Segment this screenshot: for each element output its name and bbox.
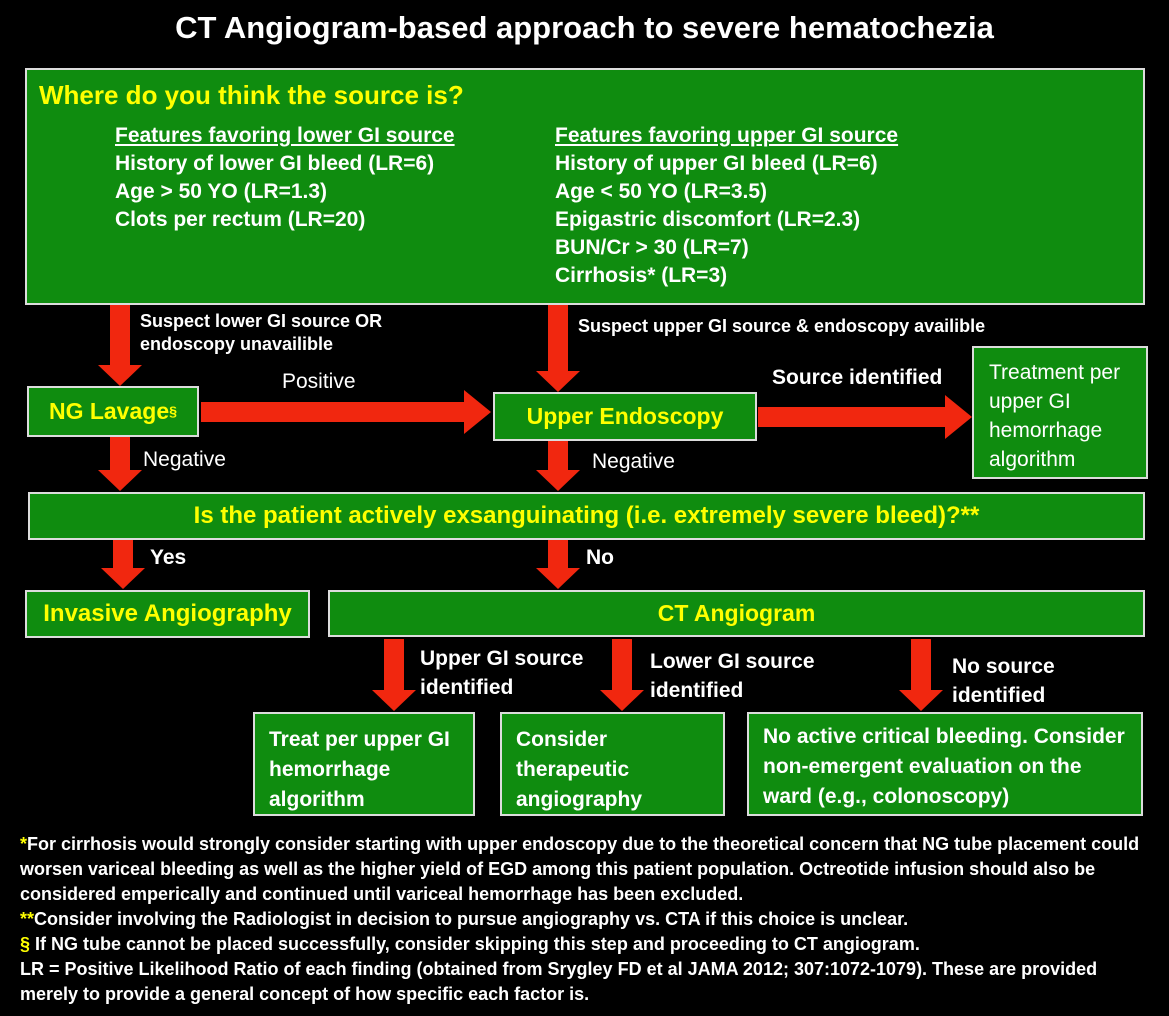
feature-item: Clots per rectum (LR=20): [115, 208, 366, 231]
feature-item: Age > 50 YO (LR=1.3): [115, 180, 328, 203]
footnote-text: Consider involving the Radiologist in de…: [34, 909, 909, 929]
feature-item: Age < 50 YO (LR=3.5): [555, 180, 768, 203]
arrow-shaft: [548, 441, 568, 470]
arrow-ue-negative: [536, 441, 580, 491]
footnote-text: If NG tube cannot be placed successfully…: [35, 934, 920, 954]
arrow-shaft: [384, 639, 404, 690]
arrow-source-identified: [758, 395, 972, 439]
label-upper-gi-identified: Upper GI source identified: [420, 647, 584, 699]
arrow-head-icon: [600, 690, 644, 711]
arrow-head-icon: [536, 371, 580, 392]
arrow-shaft: [911, 639, 931, 690]
features-lower-heading: Features favoring lower GI source: [115, 124, 455, 147]
features-upper-list: Features favoring upper GI source Histor…: [555, 122, 898, 290]
feature-item: Cirrhosis* (LR=3): [555, 264, 728, 287]
footnote-ng-tube: § If NG tube cannot be placed successful…: [20, 932, 1146, 957]
features-upper-heading: Features favoring upper GI source: [555, 124, 899, 147]
source-question-text: Where do you think the source is?: [39, 80, 464, 110]
arrow-head-icon: [945, 395, 972, 439]
arrow-head-icon: [98, 470, 142, 491]
footnotes: *For cirrhosis would strongly consider s…: [20, 832, 1146, 1007]
label-yes: Yes: [150, 546, 187, 569]
label-suspect-lower: Suspect lower GI source OR endoscopy una…: [140, 311, 383, 354]
arrow-shaft: [110, 437, 130, 470]
arrow-shaft: [110, 305, 130, 365]
arrow-yes: [101, 540, 145, 589]
arrow-to-ng-lavage: [98, 305, 142, 386]
footnote-marker: *: [20, 834, 28, 854]
footnote-cirrhosis: *For cirrhosis would strongly consider s…: [20, 832, 1146, 907]
source-question-box: Where do you think the source is? Featur…: [25, 68, 1145, 305]
arrow-positive: [201, 390, 491, 434]
label-no-source-identified: No source identified: [952, 655, 1055, 707]
arrow-shaft: [758, 407, 945, 427]
ng-lavage-label: NG Lavage: [48, 398, 170, 424]
footnote-text: LR = Positive Likelihood Ratio of each f…: [20, 959, 1098, 1004]
label-no: No: [586, 546, 614, 569]
node-treat-per-upper: Treat per upper GI hemorrhage algorithm: [253, 712, 475, 816]
label-lower-gi-identified: Lower GI source identified: [650, 650, 815, 702]
label-negative-left: Negative: [143, 448, 226, 471]
node-exsanguinating-question: Is the patient actively exsanguinating (…: [28, 492, 1145, 540]
arrow-shaft: [113, 540, 133, 568]
footnote-radiologist: **Consider involving the Radiologist in …: [20, 907, 1146, 932]
arrow-ng-negative: [98, 437, 142, 491]
node-treatment-upper: Treatment per upper GI hemorrhage algori…: [972, 346, 1148, 479]
node-invasive-angiography: Invasive Angiography: [25, 590, 310, 638]
arrow-to-upper-endoscopy: [536, 305, 580, 392]
arrow-head-icon: [372, 690, 416, 711]
features-lower-list: Features favoring lower GI source Histor…: [115, 122, 455, 234]
arrow-no-source-identified: [899, 639, 943, 711]
node-no-active-bleeding: No active critical bleeding. Consider no…: [747, 712, 1143, 816]
feature-item: Epigastric discomfort (LR=2.3): [555, 208, 861, 231]
arrow-head-icon: [536, 470, 580, 491]
label-negative-right: Negative: [592, 450, 675, 473]
arrow-lower-gi-identified: [600, 639, 644, 711]
node-ct-angiogram: CT Angiogram: [328, 590, 1145, 637]
feature-item: BUN/Cr > 30 (LR=7): [555, 236, 749, 259]
arrow-head-icon: [101, 568, 145, 589]
arrow-upper-gi-identified: [372, 639, 416, 711]
arrow-head-icon: [464, 390, 491, 434]
node-upper-endoscopy: Upper Endoscopy: [493, 392, 757, 441]
label-positive: Positive: [282, 370, 356, 393]
node-consider-therapeutic: Consider therapeutic angiography: [500, 712, 725, 816]
arrow-shaft: [612, 639, 632, 690]
node-ng-lavage: NG Lavage§: [27, 386, 199, 437]
arrow-shaft: [548, 540, 568, 568]
footnote-marker: §: [20, 934, 36, 954]
arrow-head-icon: [899, 690, 943, 711]
arrow-no: [536, 540, 580, 589]
label-suspect-upper: Suspect upper GI source & endoscopy avai…: [578, 316, 986, 336]
footnote-lr-definition: LR = Positive Likelihood Ratio of each f…: [20, 957, 1146, 1007]
arrow-shaft: [548, 305, 568, 371]
footnote-marker: **: [20, 909, 35, 929]
page-title: CT Angiogram-based approach to severe he…: [175, 10, 994, 45]
feature-item: History of lower GI bleed (LR=6): [115, 152, 435, 175]
arrow-shaft: [201, 402, 464, 422]
label-source-identified: Source identified: [772, 366, 943, 389]
footnote-text: For cirrhosis would strongly consider st…: [20, 834, 1140, 904]
feature-item: History of upper GI bleed (LR=6): [555, 152, 878, 175]
arrow-head-icon: [98, 365, 142, 386]
arrow-head-icon: [536, 568, 580, 589]
